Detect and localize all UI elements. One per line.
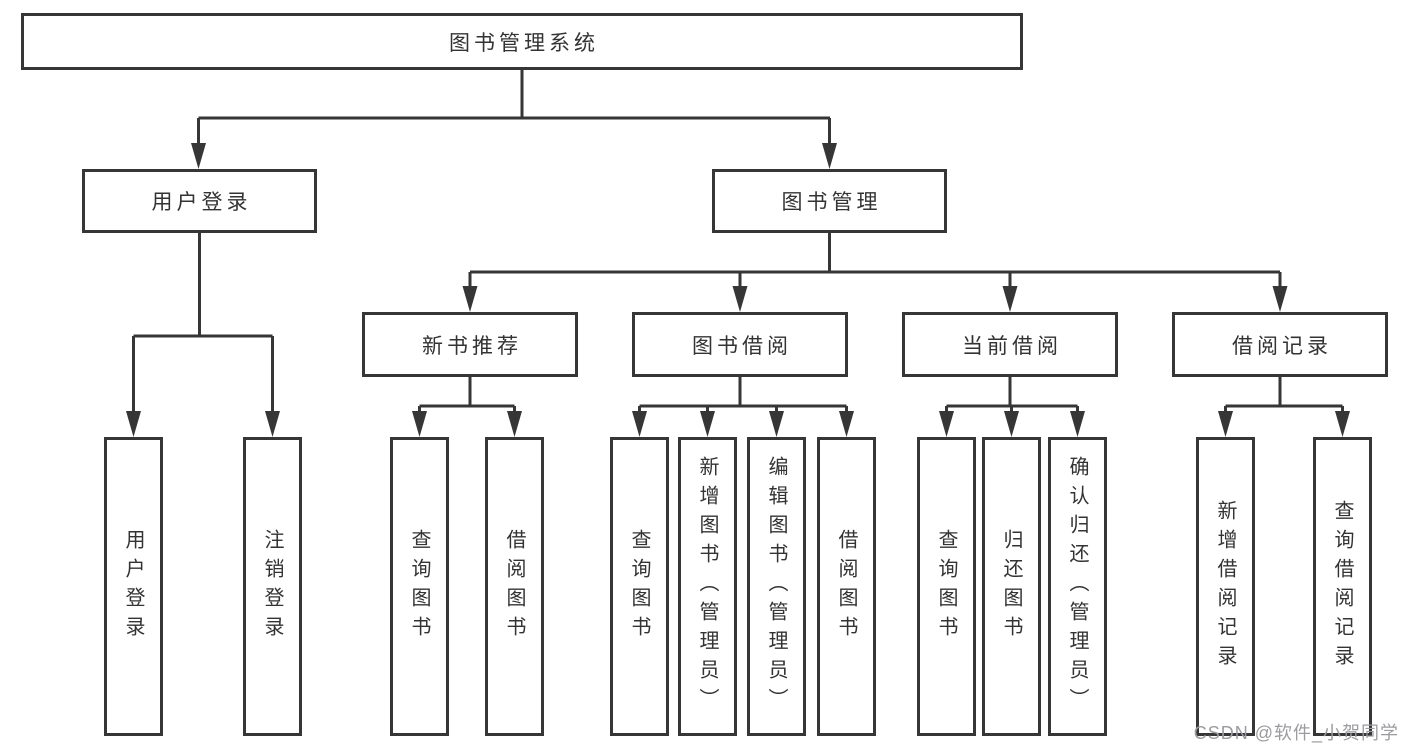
node-user-login-leaf: 用户登录 xyxy=(104,437,163,736)
node-nbr-query-books: 查询图书 xyxy=(390,437,449,736)
node-book-mgmt: 图书管理 xyxy=(712,169,947,233)
node-cb-query-books-label: 查询图书 xyxy=(935,528,957,645)
node-nbr-query-books-label: 查询图书 xyxy=(408,528,430,645)
connector-borrow-records-children xyxy=(1218,377,1350,437)
node-bb-edit-books-admin-label: 编辑图书（管理员） xyxy=(765,456,787,717)
node-new-book-rec-label: 新书推荐 xyxy=(422,334,522,358)
node-bb-add-books-admin: 新增图书（管理员） xyxy=(678,437,737,736)
node-current-borrow: 当前借阅 xyxy=(902,312,1118,377)
node-nbr-borrow-books: 借阅图书 xyxy=(485,437,544,736)
connector-book-mgmt-children xyxy=(462,233,1288,312)
connector-book-borrow-children xyxy=(632,377,854,437)
csdn-watermark: CSDN @软件_小贺同学 xyxy=(1193,723,1399,743)
node-br-query-record-label: 查询借阅记录 xyxy=(1331,499,1353,674)
node-user-login: 用户登录 xyxy=(82,169,317,233)
node-borrow-records: 借阅记录 xyxy=(1172,312,1388,377)
node-cb-confirm-return-admin: 确认归还（管理员） xyxy=(1048,437,1107,736)
node-br-add-record-label: 新增借阅记录 xyxy=(1214,499,1236,674)
node-cb-return-books-label: 归还图书 xyxy=(1000,528,1022,645)
node-current-borrow-label: 当前借阅 xyxy=(962,334,1062,358)
node-bb-add-books-admin-label: 新增图书（管理员） xyxy=(696,456,718,717)
node-bb-borrow-books: 借阅图书 xyxy=(817,437,876,736)
connector-new-book-rec-children xyxy=(412,377,522,437)
node-cb-confirm-return-admin-label: 确认归还（管理员） xyxy=(1066,456,1088,717)
connector-user-login-children xyxy=(126,233,280,437)
node-root: 图书管理系统 xyxy=(21,13,1023,70)
node-root-label: 图书管理系统 xyxy=(449,31,599,55)
node-book-mgmt-label: 图书管理 xyxy=(781,191,882,214)
node-logout-leaf: 注销登录 xyxy=(243,437,302,736)
node-new-book-rec: 新书推荐 xyxy=(362,312,578,377)
node-cb-query-books: 查询图书 xyxy=(917,437,976,736)
node-user-login-label: 用户登录 xyxy=(151,191,252,214)
node-borrow-records-label: 借阅记录 xyxy=(1232,334,1332,358)
node-bb-borrow-books-label: 借阅图书 xyxy=(835,528,857,645)
node-logout-leaf-label: 注销登录 xyxy=(261,528,283,645)
node-user-login-leaf-label: 用户登录 xyxy=(122,528,144,645)
node-bb-query-books: 查询图书 xyxy=(610,437,669,736)
node-br-query-record: 查询借阅记录 xyxy=(1313,437,1372,736)
node-bb-edit-books-admin: 编辑图书（管理员） xyxy=(747,437,806,736)
node-book-borrow: 图书借阅 xyxy=(632,312,848,377)
node-nbr-borrow-books-label: 借阅图书 xyxy=(503,528,525,645)
node-book-borrow-label: 图书借阅 xyxy=(692,334,792,358)
connector-root-to-level2 xyxy=(191,70,837,169)
node-br-add-record: 新增借阅记录 xyxy=(1196,437,1255,736)
connector-current-borrow-children xyxy=(939,377,1085,437)
node-cb-return-books: 归还图书 xyxy=(982,437,1041,736)
node-bb-query-books-label: 查询图书 xyxy=(628,528,650,645)
